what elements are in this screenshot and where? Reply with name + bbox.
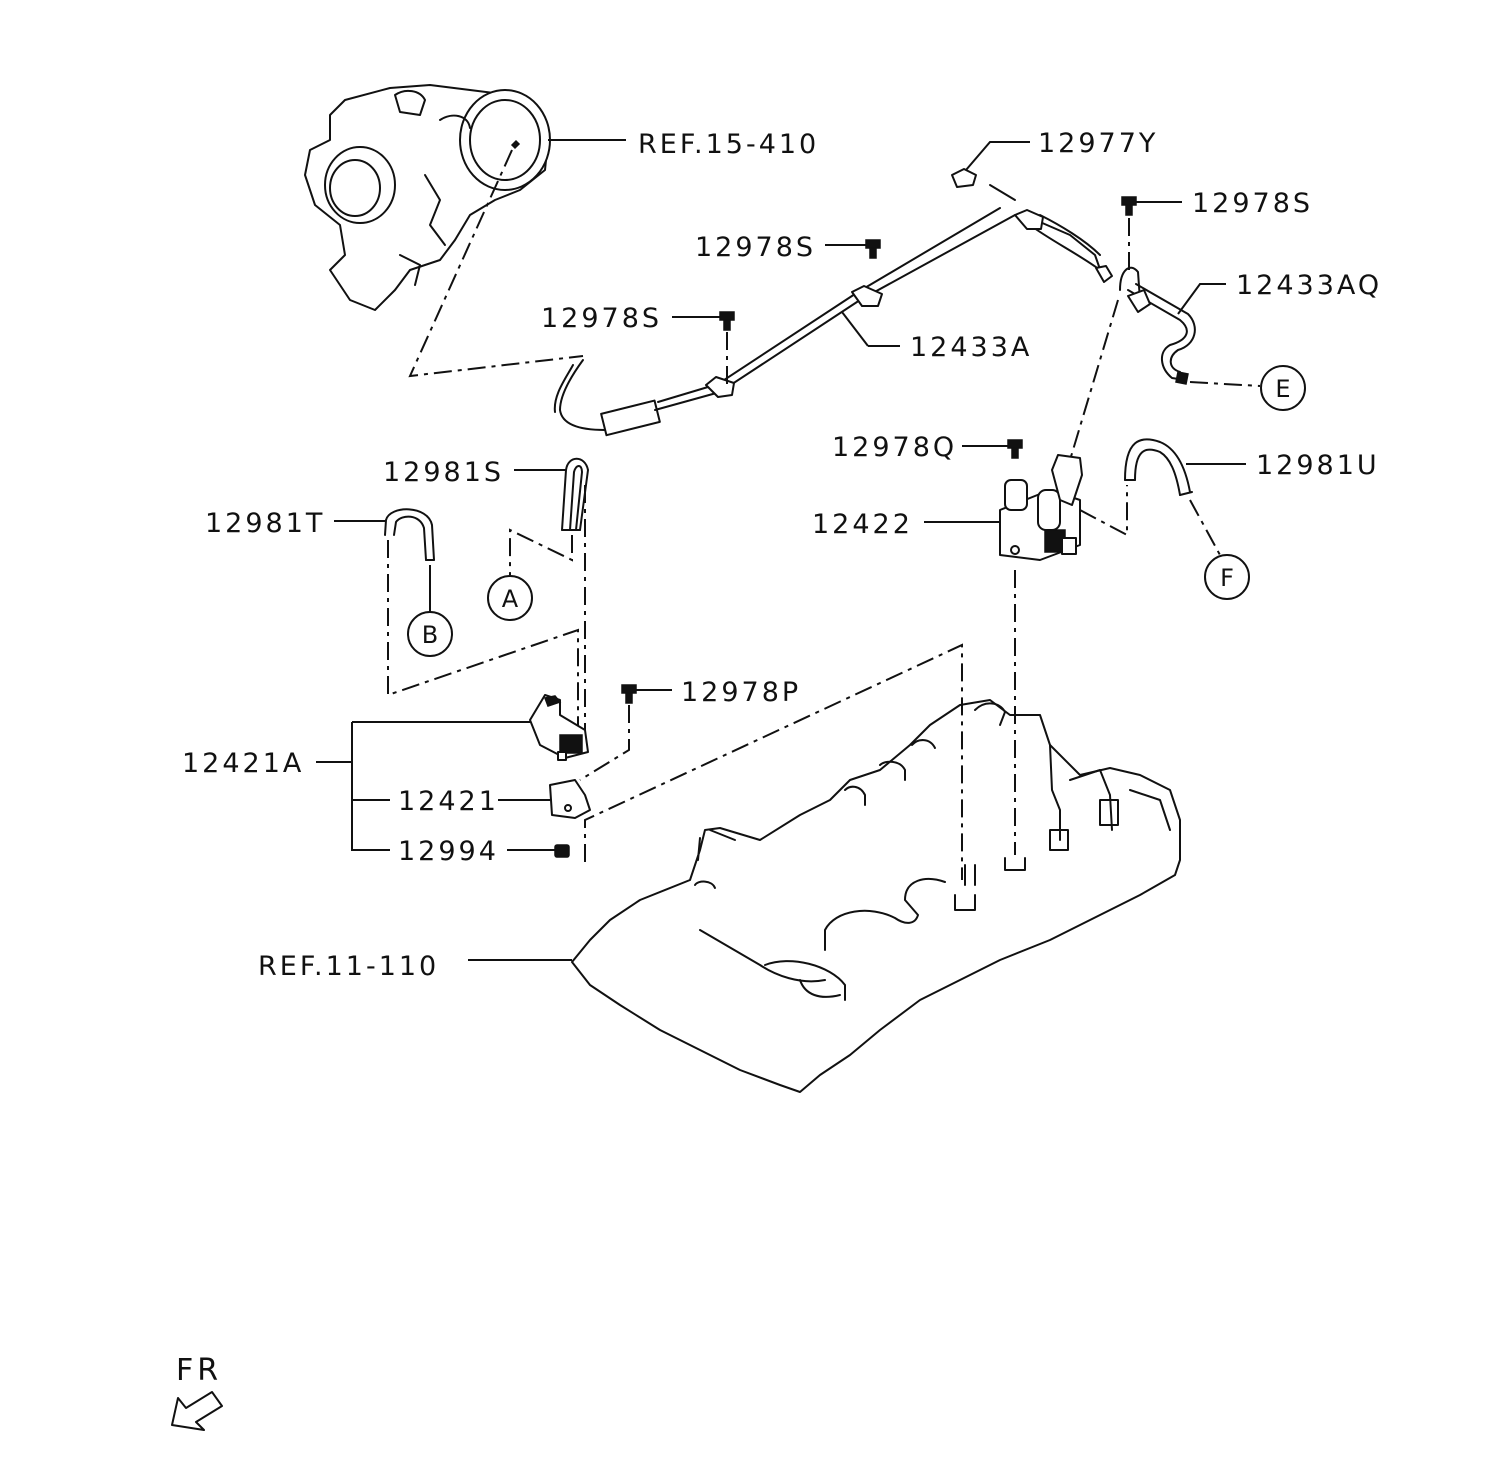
callout-b-label: B xyxy=(422,621,438,649)
hose-12981S xyxy=(561,457,589,531)
dash-12422-to-12981U xyxy=(1079,485,1128,537)
dash-12981S-to-a xyxy=(509,528,573,575)
label-12422: 12422 xyxy=(812,509,913,540)
clip-12977Y xyxy=(951,168,977,188)
callout-e-label: E xyxy=(1275,375,1290,403)
label-12421: 12421 xyxy=(398,786,499,817)
callout-f-circle xyxy=(1204,554,1250,600)
dash-12978P-to-bracket xyxy=(579,705,630,781)
hose-12981T xyxy=(384,508,435,561)
label-12978S-left: 12978S xyxy=(541,303,662,334)
valve-12422 xyxy=(999,454,1083,561)
leader-12433AQ xyxy=(1177,283,1226,315)
label-ref-15-410: REF.15-410 xyxy=(638,129,819,160)
bracket-12421 xyxy=(549,779,591,819)
callout-a-label: A xyxy=(502,585,519,613)
hose-12433AQ xyxy=(1119,266,1196,385)
label-12977Y: 12977Y xyxy=(1038,128,1158,159)
hose-12981U xyxy=(1124,438,1193,496)
label-12978Q: 12978Q xyxy=(832,432,957,463)
dash-bracket-to-cover xyxy=(584,643,963,880)
label-ref-11-110: REF.11-110 xyxy=(258,951,439,982)
dash-turbo-to-hose xyxy=(408,149,584,378)
turbocharger-drawing xyxy=(304,84,551,311)
rocker-cover-drawing xyxy=(571,699,1181,1093)
nut-12994 xyxy=(554,844,570,858)
label-fr: FR xyxy=(176,1353,222,1388)
bolt-12978S-left xyxy=(719,311,735,331)
label-12978P: 12978P xyxy=(681,677,801,708)
valve-12421A xyxy=(529,694,589,761)
leader-12433A-a xyxy=(841,311,869,347)
callout-e-circle xyxy=(1260,365,1306,411)
bolt-12978S-top-right xyxy=(1121,196,1137,216)
leader-12977Y xyxy=(965,141,1030,171)
callout-b-circle xyxy=(407,611,453,657)
bolt-12978Q xyxy=(1007,439,1023,459)
dash-12433AQ-to-12422 xyxy=(1069,299,1119,461)
bolt-12978P xyxy=(621,684,637,704)
label-12978S-mid: 12978S xyxy=(695,232,816,263)
label-12981S: 12981S xyxy=(383,457,504,488)
bolt-12978S-mid xyxy=(865,239,881,259)
dash-to-callout-f xyxy=(1189,499,1221,556)
label-12981T: 12981T xyxy=(205,508,325,539)
label-12433A: 12433A xyxy=(910,332,1032,363)
label-12421A: 12421A xyxy=(182,748,304,779)
label-12994: 12994 xyxy=(398,836,499,867)
hose-12433A xyxy=(553,184,1113,437)
callout-f-label: F xyxy=(1220,564,1234,592)
front-arrow-icon xyxy=(171,1391,223,1431)
dash-to-callout-e xyxy=(1189,381,1261,387)
bracket-12421A-group xyxy=(316,722,390,851)
label-12981U: 12981U xyxy=(1256,450,1380,481)
label-12433AQ: 12433AQ xyxy=(1236,270,1382,301)
callout-a-circle xyxy=(487,575,533,621)
label-12978S-top-right: 12978S xyxy=(1192,188,1313,219)
dash-12981T-to-valve xyxy=(387,540,579,735)
